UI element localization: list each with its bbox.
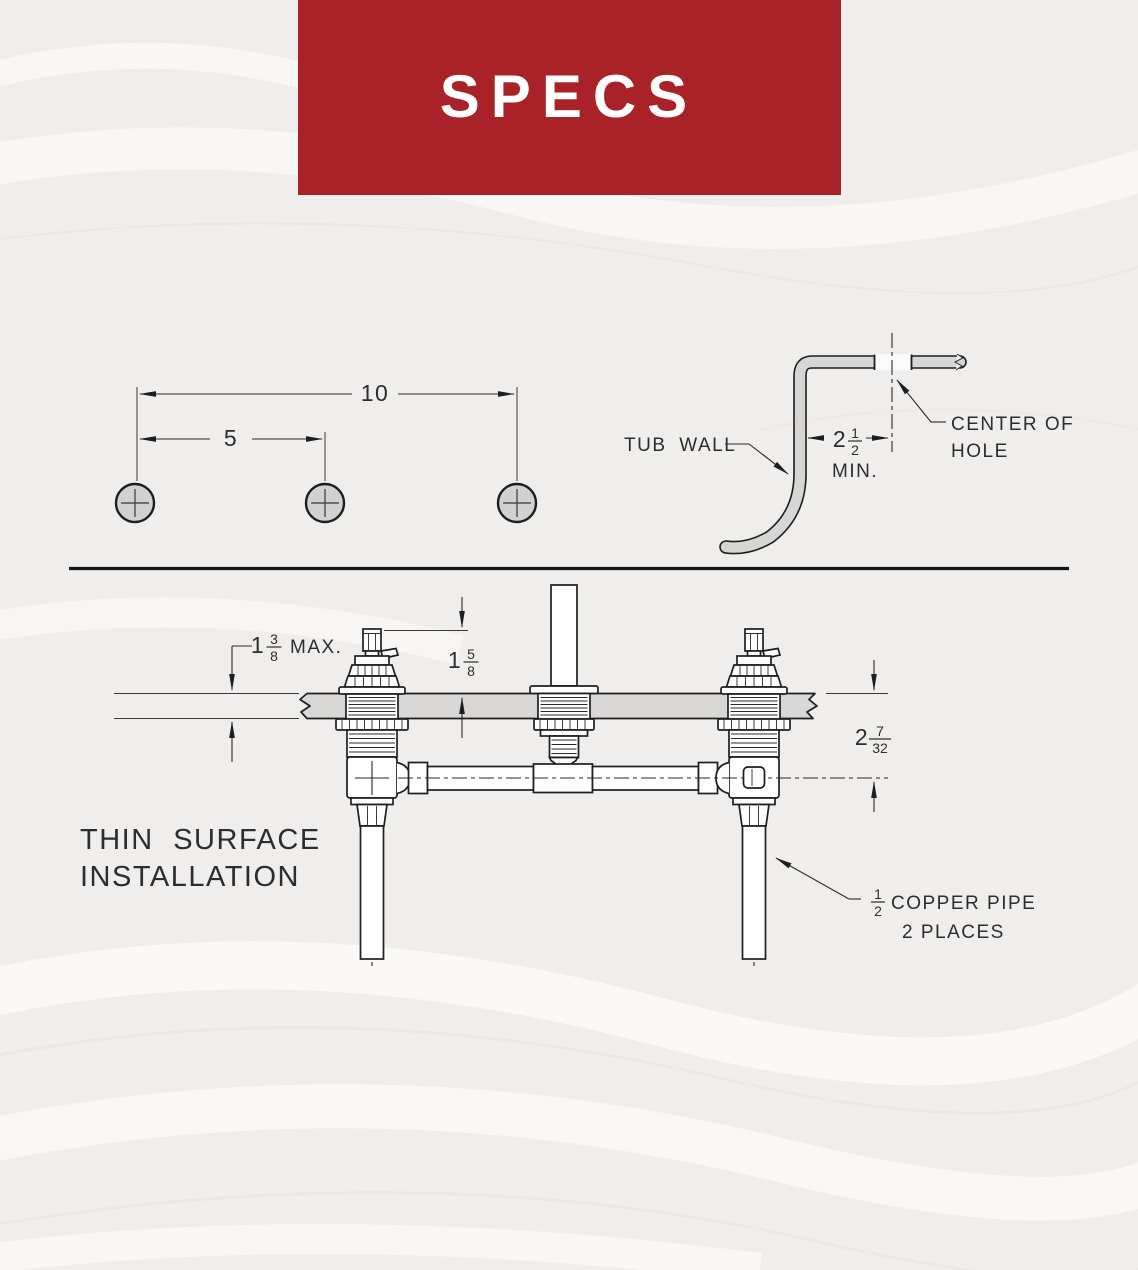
svg-text:1: 1 — [448, 647, 462, 673]
svg-text:2 PLACES: 2 PLACES — [902, 922, 1005, 943]
svg-text:1: 1 — [874, 886, 882, 902]
outer-spacing-dim: 10 — [361, 380, 390, 406]
svg-text:32: 32 — [872, 740, 888, 756]
banner-title: SPECS — [440, 63, 698, 130]
svg-text:3: 3 — [270, 631, 278, 647]
inner-spacing-dim: 5 — [224, 425, 238, 451]
svg-text:MAX.: MAX. — [290, 637, 342, 658]
valve-right-outlet-port — [742, 766, 766, 789]
deck-thickness-dim: 1 3 8 MAX. — [251, 631, 342, 664]
svg-text:2: 2 — [833, 426, 847, 452]
mounting-hole-left — [114, 482, 156, 524]
copper-pipe-note: 1 2 COPPER PIPE 2 PLACES — [871, 886, 1036, 943]
svg-text:2: 2 — [851, 442, 859, 458]
background-texture — [0, 42, 1138, 1270]
svg-text:2: 2 — [855, 724, 869, 750]
svg-text:1: 1 — [851, 425, 859, 441]
mounting-hole-center — [304, 482, 346, 524]
valve-right — [717, 628, 791, 967]
installation-diagram: 1 3 8 MAX. 1 5 8 2 7 32 1 — [80, 584, 1036, 967]
stem-height-dim: 1 5 8 — [448, 646, 479, 679]
center-of-hole-note-line2: HOLE — [951, 441, 1009, 462]
svg-text:5: 5 — [467, 646, 475, 662]
centerline-depth-dim: 2 7 32 — [855, 723, 891, 756]
svg-text:8: 8 — [270, 648, 278, 664]
hole-spacing-diagram: 10 5 — [114, 380, 538, 524]
spout-shank — [529, 584, 599, 759]
deck-hole — [874, 354, 912, 371]
svg-text:COPPER PIPE: COPPER PIPE — [891, 893, 1036, 914]
clearance-dim: 2 1 2 MIN. — [832, 425, 878, 482]
tub-wall-label: TUB WALL — [624, 435, 736, 456]
banner-background — [298, 0, 841, 195]
installation-title-line1: THIN SURFACE — [80, 824, 321, 856]
svg-text:1: 1 — [251, 632, 265, 658]
tub-wall-diagram: TUB WALL 2 1 2 MIN. CENTER OF HOLE — [624, 333, 1074, 555]
center-of-hole-note-line1: CENTER OF — [951, 414, 1074, 435]
installation-title-line2: INSTALLATION — [80, 861, 300, 893]
svg-text:8: 8 — [467, 663, 475, 679]
mounting-hole-right — [496, 482, 538, 524]
valve-left-centermark — [355, 761, 389, 795]
valve-left — [335, 628, 409, 967]
svg-text:7: 7 — [876, 723, 884, 739]
svg-text:2: 2 — [874, 903, 882, 919]
svg-text:MIN.: MIN. — [832, 461, 878, 482]
supply-pipe-run — [396, 756, 730, 795]
specs-banner: SPECS — [298, 0, 841, 195]
